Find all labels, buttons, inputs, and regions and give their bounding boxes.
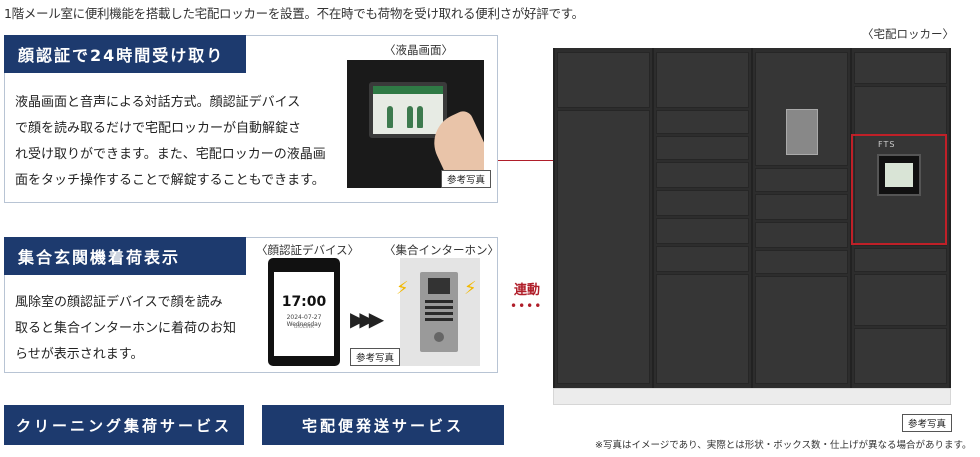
device-brand: BIOLINK [293, 324, 315, 330]
section-title-face-auth: 顔認証で24時間受け取り [4, 35, 246, 73]
device-time: 17:00 [281, 294, 327, 310]
locker-door [755, 222, 848, 248]
cleaning-service-banner: クリーニング集荷サービス [4, 405, 244, 445]
locker-door [854, 328, 947, 384]
call-button-icon [434, 332, 444, 342]
locker-door [854, 274, 947, 326]
section-title-text: 顔認証で24時間受け取り [18, 46, 225, 65]
control-panel-icon [786, 109, 818, 155]
signal-bolt-icon: ⚡ [464, 278, 477, 299]
face-auth-description: 液晶画面と音声による対話方式。顔認証デバイス で顔を読み取るだけで宅配ロッカーが… [15, 90, 326, 194]
intercom-unit [420, 272, 458, 352]
description-line: らせが表示されます。 [15, 347, 144, 362]
person-figure-icon [387, 106, 393, 128]
reference-photo-badge: 参考写真 [441, 170, 492, 188]
linkage-label: 連動 [514, 283, 541, 298]
locker-door [854, 248, 947, 272]
locker-door [656, 162, 749, 188]
section-title-text: 集合玄関機着荷表示 [18, 248, 181, 267]
locker-brand: FTS [878, 140, 896, 149]
locker-highlight-frame [851, 134, 947, 245]
locker-door [755, 276, 848, 384]
locker-caption: 〈宅配ロッカー〉 [862, 27, 954, 41]
locker-column [753, 48, 850, 388]
locker-door [755, 168, 848, 192]
intercom-caption: 〈集合インターホン〉 [384, 243, 499, 257]
keypad-icon [425, 300, 453, 324]
description-line: 取ると集合インターホンに着荷のお知 [15, 321, 237, 336]
person-figure-icon [407, 106, 413, 128]
description-line: で顔を読み取るだけで宅配ロッカーが自動解錠さ [15, 121, 302, 136]
person-figure-icon [417, 106, 423, 128]
device-caption: 〈顔認証デバイス〉 [256, 243, 360, 257]
section-title-entrance: 集合玄関機着荷表示 [4, 237, 246, 275]
face-recognition-device: 17:00 2024-07-27 Wednesday BIOLINK [268, 258, 340, 366]
camera-icon [428, 278, 450, 294]
intro-text: 1階メール室に便利機能を搭載した宅配ロッカーを設置。不在時でも荷物を受け取れる便… [4, 6, 584, 21]
description-line: 液晶画面と音声による対話方式。顔認証デバイス [15, 95, 301, 110]
delivery-locker-image [553, 48, 951, 388]
lcd-screen-photo [347, 60, 484, 188]
locker-door [656, 274, 749, 384]
intercom-panel [400, 258, 480, 366]
locker-door [656, 110, 749, 134]
locker-door [755, 250, 848, 274]
locker-door [755, 194, 848, 220]
locker-lcd-screen [877, 154, 921, 196]
service-label: 宅配便発送サービス [301, 416, 464, 435]
lcd-photo-caption: 〈液晶画面〉 [384, 43, 453, 57]
lcd-screen-image [369, 82, 447, 138]
locker-column [654, 48, 751, 388]
locker-door [557, 52, 650, 108]
locker-door [656, 190, 749, 216]
locker-door [557, 110, 650, 384]
locker-column [555, 48, 652, 388]
arrow-right-icon: ▶▶▶ [350, 307, 384, 331]
entrance-description: 風除室の顔認証デバイスで顔を読み 取ると集合インターホンに着荷のお知 らせが表示… [15, 290, 236, 368]
locker-door [656, 136, 749, 160]
service-label: クリーニング集荷サービス [15, 416, 232, 435]
reference-photo-badge: 参考写真 [902, 414, 953, 432]
locker-column [852, 48, 949, 388]
description-line: れ受け取りができます。また、宅配ロッカーの液晶画 [15, 147, 326, 162]
linkage-dots: •••• [510, 299, 543, 313]
locker-door [854, 52, 947, 84]
footnote: ※写真はイメージであり、実際とは形状・ボックス数・仕上げが異なる場合があります。 [595, 440, 972, 451]
locker-door [755, 52, 848, 166]
locker-base [553, 388, 951, 405]
description-line: 風除室の顔認証デバイスで顔を読み [15, 295, 223, 310]
description-line: 面をタッチ操作することで解錠することもできます。 [15, 173, 325, 188]
locker-door [656, 218, 749, 244]
delivery-service-banner: 宅配便発送サービス [262, 405, 504, 445]
reference-photo-badge: 参考写真 [350, 348, 401, 366]
signal-bolt-icon: ⚡ [396, 278, 409, 299]
locker-door [656, 52, 749, 108]
device-date: 2024-07-27 Wednesday [286, 314, 322, 328]
locker-door [656, 246, 749, 272]
